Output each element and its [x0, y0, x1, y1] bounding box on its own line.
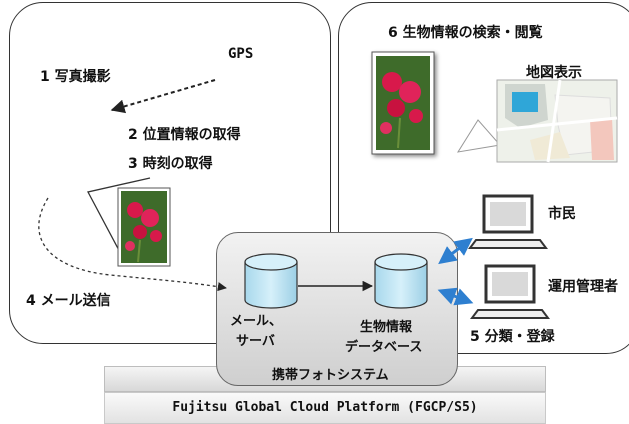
system-label: 携帯フォトシステム: [272, 368, 389, 383]
step-location: 2 位置情報の取得: [128, 127, 241, 143]
mail-server-label-2: サーバ: [236, 334, 275, 349]
bio-database-cylinder: [374, 253, 428, 309]
photo-pointer: [87, 177, 151, 257]
bio-db-label-1: 生物情報: [360, 320, 413, 335]
admin-label: 運用管理者: [548, 279, 618, 295]
step-mail: 4 メール送信: [26, 293, 111, 309]
citizen-label: 市民: [548, 206, 576, 222]
step-capture: 1 写真撮影: [40, 69, 111, 85]
flower-photo-right: [371, 51, 435, 155]
step-classify: 5 分類・登録: [470, 329, 555, 345]
gps-arrow: [110, 79, 216, 114]
map-label: 地図表示: [526, 65, 582, 81]
step-time: 3 時刻の取得: [128, 156, 213, 172]
admin-link-arrow: [437, 287, 474, 306]
admin-pc-icon: [470, 264, 550, 319]
flower-photo-left: [117, 187, 171, 267]
mail-server-label-1: メール、: [230, 314, 283, 329]
map-thumbnail: [456, 79, 618, 163]
gps-label: GPS: [228, 46, 254, 62]
cloud-platform: Fujitsu Global Cloud Platform (FGCP/S5): [104, 392, 546, 424]
mail-send-arrow: [38, 197, 227, 292]
mail-server-cylinder: [244, 253, 298, 309]
bio-db-label-2: データベース: [345, 340, 423, 355]
citizen-pc-icon: [468, 194, 548, 249]
step-search: 6 生物情報の検索・閲覧: [388, 25, 543, 41]
citizen-link-arrow: [438, 237, 473, 265]
